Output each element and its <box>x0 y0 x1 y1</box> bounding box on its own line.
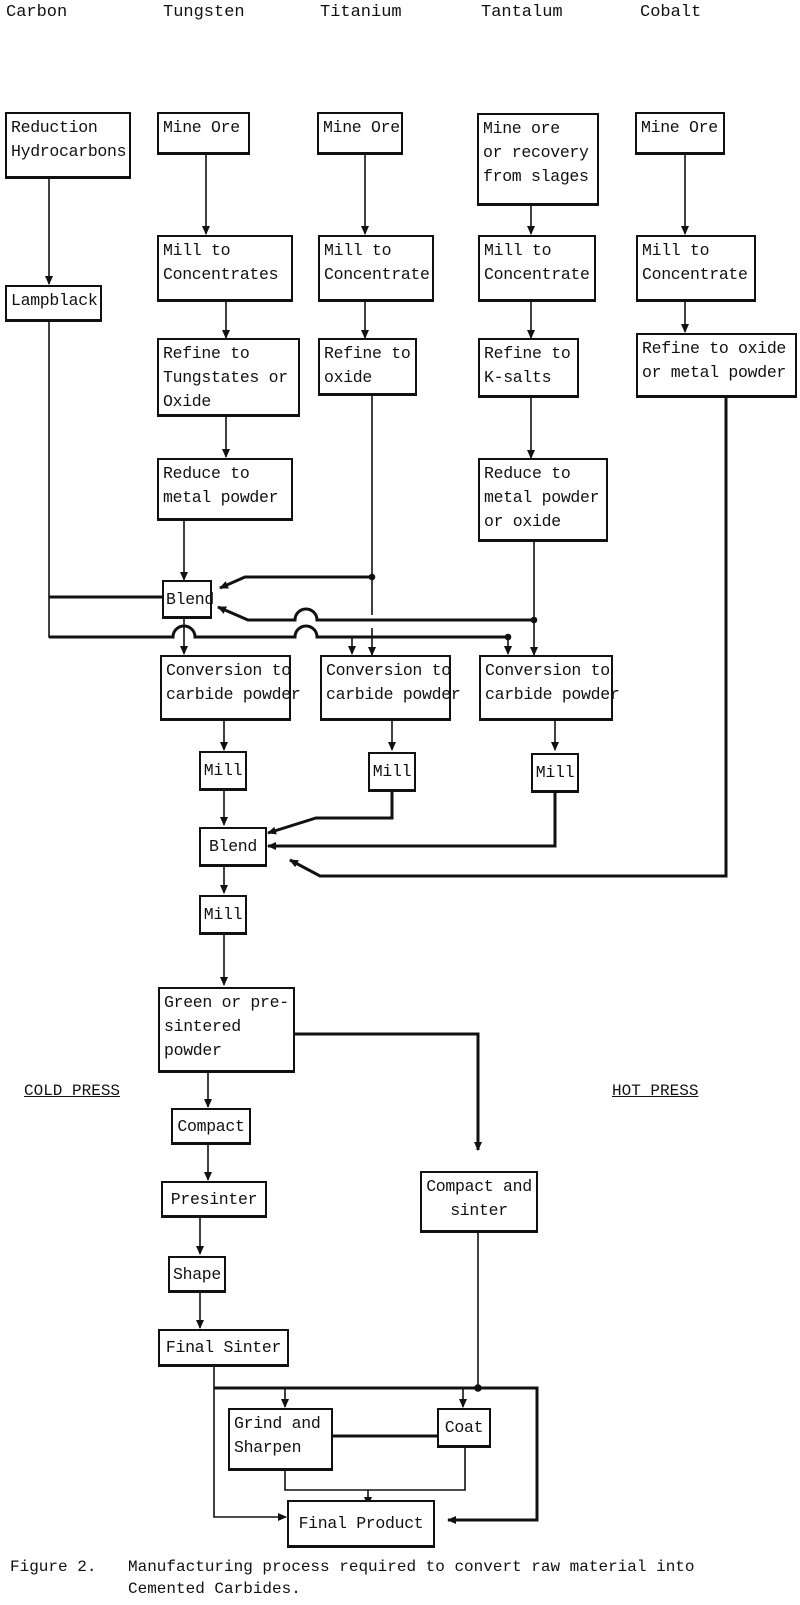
line-grind-down <box>284 1446 466 1491</box>
arrow-mill2-to-blend2 <box>267 791 394 835</box>
box-presinter: Presinter <box>161 1181 267 1218</box>
box-mill-1: Mill <box>199 751 247 791</box>
box-shape: Shape <box>168 1256 226 1293</box>
column-header-tantalum: Tantalum <box>481 3 563 22</box>
box-conversion-tungsten: Conversion to carbide powder <box>160 655 301 721</box>
box-titanium-mill: Mill to Concentrate <box>318 235 434 302</box>
box-cobalt-refine: Refine to oxide or metal powder <box>636 333 797 398</box>
box-tungsten-reduce: Reduce to metal powder <box>157 458 293 521</box>
box-tantalum-mill: Mill to Concentrate <box>478 235 596 302</box>
box-titanium-refine: Refine to oxide <box>318 338 417 396</box>
label-cold-press: COLD PRESS <box>24 1082 121 1100</box>
box-final-product: Final Product <box>287 1500 435 1548</box>
column-header-cobalt: Cobalt <box>640 3 702 22</box>
arrow-ta-to-blend <box>217 605 534 622</box>
box-mill-2: Mill <box>368 752 416 792</box>
column-header-tungsten: Tungsten <box>163 3 245 22</box>
box-tantalum-refine: Refine to K-salts <box>478 338 579 398</box>
box-compact-and-sinter: Compact and sinter <box>420 1171 538 1233</box>
column-header-titanium: Titanium <box>320 3 402 22</box>
box-titanium-mine-ore: Mine Ore <box>317 112 403 155</box>
box-tungsten-mine-ore: Mine Ore <box>157 112 250 155</box>
figure-caption: Manufacturing process required to conver… <box>128 1558 695 1598</box>
arrow-green-to-compact-sinter <box>295 1032 482 1151</box>
line-carbon-to-conversions <box>49 624 508 639</box>
box-compact: Compact <box>171 1108 251 1145</box>
box-coat: Coat <box>437 1408 491 1448</box>
box-conversion-titanium: Conversion to carbide powder <box>320 655 461 721</box>
arrow-ti-to-blend <box>219 575 372 590</box>
arrow-mill3-to-blend2 <box>267 791 557 850</box>
line-lampblack-down <box>48 322 170 638</box>
box-tantalum-mine-ore: Mine ore or recovery from slages <box>477 113 599 206</box>
box-final-sinter: Final Sinter <box>158 1329 289 1367</box>
box-reduction-hydrocarbons: Reduction Hydrocarbons <box>5 112 131 179</box>
column-header-carbon: Carbon <box>6 3 68 22</box>
box-tungsten-mill: Mill to Concentrates <box>157 235 293 302</box>
box-cobalt-mine-ore: Mine Ore <box>635 112 725 155</box>
line-finish-bus <box>214 1386 539 1524</box>
box-green-presintered-powder: Green or pre- sintered powder <box>158 987 295 1073</box>
box-mill-3: Mill <box>531 753 579 793</box>
box-lampblack: Lampblack <box>5 285 102 322</box>
box-mill-4: Mill <box>199 895 247 935</box>
box-blend-2: Blend <box>199 827 267 867</box>
box-grind-and-sharpen: Grind and Sharpen <box>228 1408 333 1471</box>
arrow-bus-to-final-product <box>213 1388 287 1521</box>
box-tantalum-reduce: Reduce to metal powder or oxide <box>478 458 608 542</box>
figure-label: Figure 2. <box>10 1558 97 1576</box>
box-conversion-tantalum: Conversion to carbide powder <box>479 655 620 721</box>
arrow-co-to-blend2 <box>289 397 728 878</box>
box-tungsten-refine: Refine to Tungstates or Oxide <box>157 338 300 417</box>
box-blend-1: Blend <box>162 580 214 619</box>
box-cobalt-mill: Mill to Concentrate <box>636 235 756 302</box>
label-hot-press: HOT PRESS <box>612 1082 699 1100</box>
